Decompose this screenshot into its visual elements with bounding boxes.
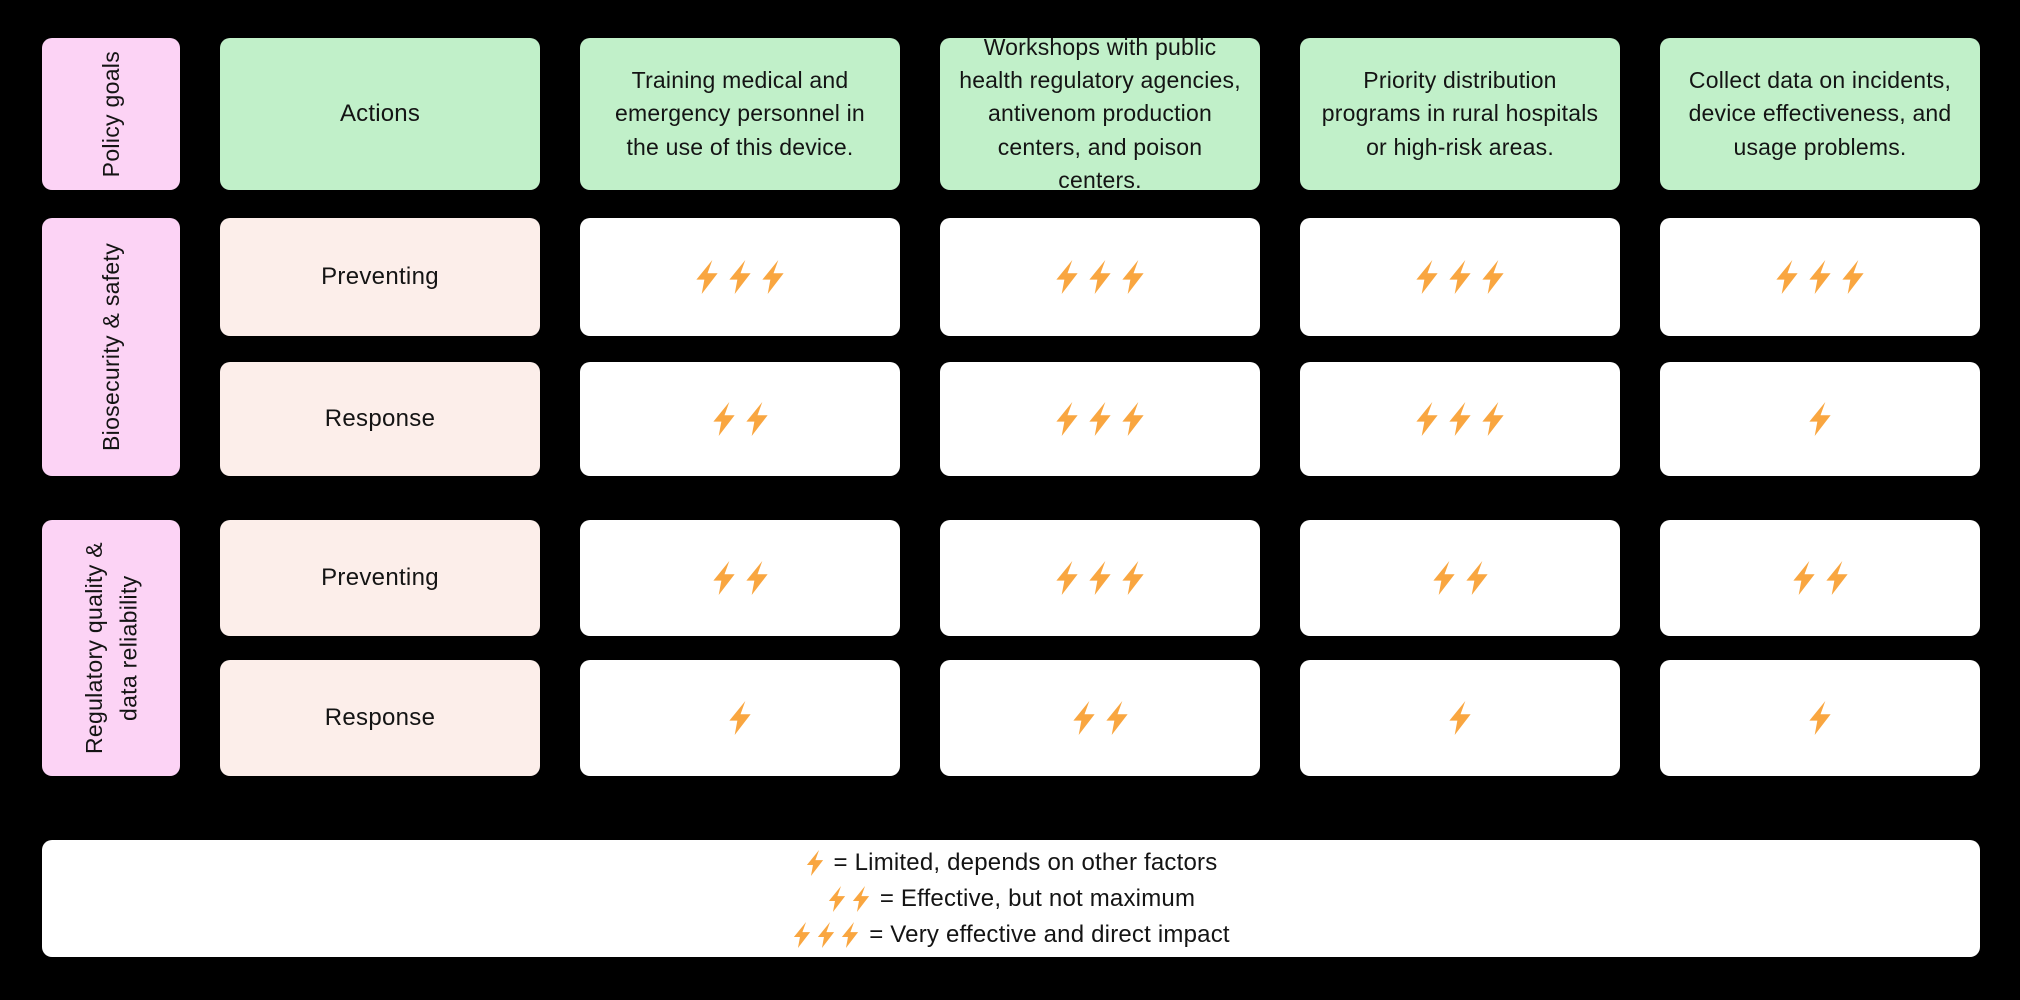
action-column-header-distribution: Priority distribution programs in rural … bbox=[1300, 38, 1620, 190]
policy-goals-label: Policy goals bbox=[42, 38, 180, 190]
lightning-bolt-icon bbox=[1482, 402, 1504, 436]
lightning-bolt-icon bbox=[1416, 402, 1438, 436]
row-label-text: Preventing bbox=[321, 263, 439, 290]
row-label-text: Preventing bbox=[321, 564, 439, 591]
lightning-bolt-icon bbox=[842, 921, 859, 948]
group-label-biosecurity-safety: Biosecurity & safety bbox=[42, 218, 180, 476]
lightning-bolt-icon bbox=[696, 260, 718, 294]
rating-cell bbox=[940, 218, 1260, 336]
action-column-header-workshops: Workshops with public health regulatory … bbox=[940, 34, 1260, 193]
legend-bolts bbox=[792, 921, 860, 948]
lightning-bolt-icon bbox=[762, 260, 784, 294]
lightning-bolt-icon bbox=[1776, 260, 1798, 294]
lightning-bolt-icon bbox=[1825, 561, 1848, 595]
lightning-bolt-icon bbox=[1089, 561, 1111, 595]
lightning-bolt-icon bbox=[1482, 260, 1504, 294]
row-label-response: Response bbox=[220, 660, 540, 776]
row-label-text: Response bbox=[324, 405, 436, 432]
group-label-regulatory-quality: Regulatory quality & data reliability bbox=[42, 520, 180, 776]
lightning-bolt-icon bbox=[1105, 701, 1128, 735]
rating-cell bbox=[1300, 362, 1620, 476]
action-column-text: Priority distribution programs in rural … bbox=[1321, 66, 1599, 160]
rating-cell bbox=[580, 362, 900, 476]
lightning-bolt-icon bbox=[806, 849, 823, 876]
lightning-bolt-icon bbox=[794, 921, 811, 948]
lightning-bolt-icon bbox=[1122, 561, 1144, 595]
rating-cell bbox=[940, 660, 1260, 776]
rating-cell bbox=[580, 660, 900, 776]
legend-item-text: = Effective, but not maximum bbox=[879, 884, 1196, 912]
lightning-bolt-icon bbox=[1089, 260, 1111, 294]
action-column-header-data-collection: Collect data on incidents, device effect… bbox=[1660, 38, 1980, 190]
legend-item-text: = Very effective and direct impact bbox=[869, 920, 1230, 948]
lightning-bolt-icon bbox=[1122, 260, 1144, 294]
lightning-bolt-icon bbox=[1432, 561, 1455, 595]
rating-cell bbox=[1300, 218, 1620, 336]
group-label-text: Regulatory quality & data reliability bbox=[80, 542, 142, 754]
lightning-bolt-icon bbox=[1056, 402, 1078, 436]
action-column-header-training: Training medical and emergency personnel… bbox=[580, 38, 900, 190]
lightning-bolt-icon bbox=[729, 701, 751, 735]
policy-goals-text: Policy goals bbox=[97, 50, 124, 178]
lightning-bolt-icon bbox=[712, 402, 735, 436]
group-label-text: Biosecurity & safety bbox=[97, 243, 124, 451]
rating-cell bbox=[940, 362, 1260, 476]
lightning-bolt-icon bbox=[1056, 561, 1078, 595]
actions-header: Actions bbox=[220, 38, 540, 190]
actions-header-text: Actions bbox=[339, 99, 421, 127]
policy-matrix: Policy goals Actions Training medical an… bbox=[42, 34, 1980, 776]
rating-cell bbox=[1300, 520, 1620, 636]
row-label-text: Response bbox=[324, 704, 436, 731]
action-column-text: Training medical and emergency personnel… bbox=[615, 66, 865, 160]
row-label-response: Response bbox=[220, 362, 540, 476]
lightning-bolt-icon bbox=[852, 885, 869, 912]
lightning-bolt-icon bbox=[1089, 402, 1111, 436]
lightning-bolt-icon bbox=[1465, 561, 1488, 595]
legend-item: = Very effective and direct impact bbox=[792, 921, 1230, 949]
lightning-bolt-icon bbox=[828, 885, 845, 912]
lightning-bolt-icon bbox=[1449, 701, 1471, 735]
lightning-bolt-icon bbox=[1056, 260, 1078, 294]
rating-cell bbox=[1660, 520, 1980, 636]
lightning-bolt-icon bbox=[1449, 402, 1471, 436]
lightning-bolt-icon bbox=[1449, 260, 1471, 294]
rating-cell bbox=[580, 520, 900, 636]
lightning-bolt-icon bbox=[745, 402, 768, 436]
action-column-text: Collect data on incidents, device effect… bbox=[1688, 66, 1952, 160]
lightning-bolt-icon bbox=[712, 561, 735, 595]
lightning-bolt-icon bbox=[1809, 402, 1831, 436]
rating-cell bbox=[1300, 660, 1620, 776]
rating-cell bbox=[1660, 218, 1980, 336]
row-label-preventing: Preventing bbox=[220, 520, 540, 636]
rating-cell bbox=[580, 218, 900, 336]
legend-item: = Limited, depends on other factors bbox=[805, 849, 1218, 877]
legend: = Limited, depends on other factors = Ef… bbox=[42, 840, 1980, 957]
lightning-bolt-icon bbox=[1809, 701, 1831, 735]
lightning-bolt-icon bbox=[729, 260, 751, 294]
lightning-bolt-icon bbox=[1842, 260, 1864, 294]
action-column-text: Workshops with public health regulatory … bbox=[959, 33, 1241, 194]
legend-item: = Effective, but not maximum bbox=[827, 885, 1195, 913]
rating-cell bbox=[940, 520, 1260, 636]
lightning-bolt-icon bbox=[1416, 260, 1438, 294]
legend-bolts bbox=[827, 885, 871, 912]
lightning-bolt-icon bbox=[1809, 260, 1831, 294]
rating-cell bbox=[1660, 362, 1980, 476]
rating-cell bbox=[1660, 660, 1980, 776]
legend-item-text: = Limited, depends on other factors bbox=[833, 848, 1218, 876]
row-label-preventing: Preventing bbox=[220, 218, 540, 336]
lightning-bolt-icon bbox=[745, 561, 768, 595]
lightning-bolt-icon bbox=[1072, 701, 1095, 735]
legend-bolts bbox=[805, 849, 825, 876]
lightning-bolt-icon bbox=[1122, 402, 1144, 436]
lightning-bolt-icon bbox=[818, 921, 835, 948]
lightning-bolt-icon bbox=[1792, 561, 1815, 595]
